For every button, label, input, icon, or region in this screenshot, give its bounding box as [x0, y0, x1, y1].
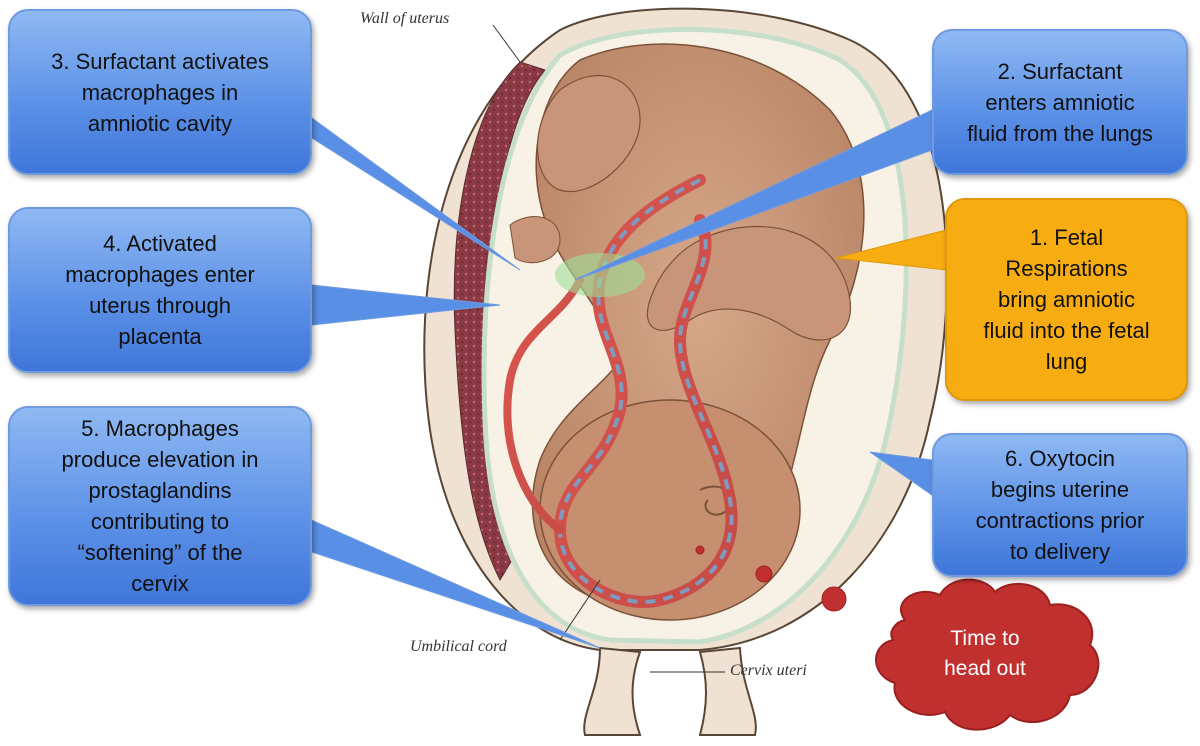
fetal-ear — [699, 485, 732, 516]
callout-step-4: 4. Activated macrophages enter uterus th… — [8, 207, 312, 373]
label-umbilical-cord: Umbilical cord — [410, 638, 507, 655]
callout-step-2-text: 2. Surfactant enters amniotic fluid from… — [967, 58, 1153, 146]
callout-step-3: 3. Surfactant activates macrophages in a… — [8, 9, 312, 175]
callout-4-pointer — [311, 284, 501, 326]
callout-step-6-text: 6. Oxytocin begins uterine contractions … — [975, 446, 1145, 564]
thought-bubble-large — [821, 586, 847, 612]
callout-step-5-text: 5. Macrophages produce elevation in pros… — [61, 416, 259, 596]
cord-label-leader — [559, 579, 601, 641]
thought-bubble-medium — [755, 565, 773, 583]
fetal-head — [539, 399, 801, 621]
thought-cloud-text: Time to head out — [944, 627, 1026, 680]
fetal-arm — [646, 226, 852, 341]
wall-label-leader — [492, 24, 521, 63]
thought-cloud — [875, 578, 1100, 731]
callout-step-5: 5. Macrophages produce elevation in pros… — [8, 406, 312, 606]
callout-step-3-text: 3. Surfactant activates macrophages in a… — [51, 48, 269, 136]
fetal-leg — [536, 74, 641, 193]
callout-step-4-text: 4. Activated macrophages enter uterus th… — [65, 231, 255, 349]
callout-step-6: 6. Oxytocin begins uterine contractions … — [932, 433, 1188, 577]
thought-bubble-small — [695, 545, 705, 555]
amniotic-fluid-highlight — [555, 253, 645, 297]
cervix — [583, 646, 757, 736]
label-cervix-uteri: Cervix uteri — [730, 662, 807, 679]
fetal-foot — [509, 216, 561, 264]
umbilical-cord-placenta-segment — [503, 276, 584, 534]
callout-step-1: 1. Fetal Respirations bring amniotic flu… — [945, 198, 1188, 401]
label-wall-of-uterus: Wall of uterus — [360, 10, 450, 27]
callout-step-2: 2. Surfactant enters amniotic fluid from… — [932, 29, 1188, 175]
callout-step-1-text: 1. Fetal Respirations bring amniotic flu… — [983, 225, 1150, 374]
